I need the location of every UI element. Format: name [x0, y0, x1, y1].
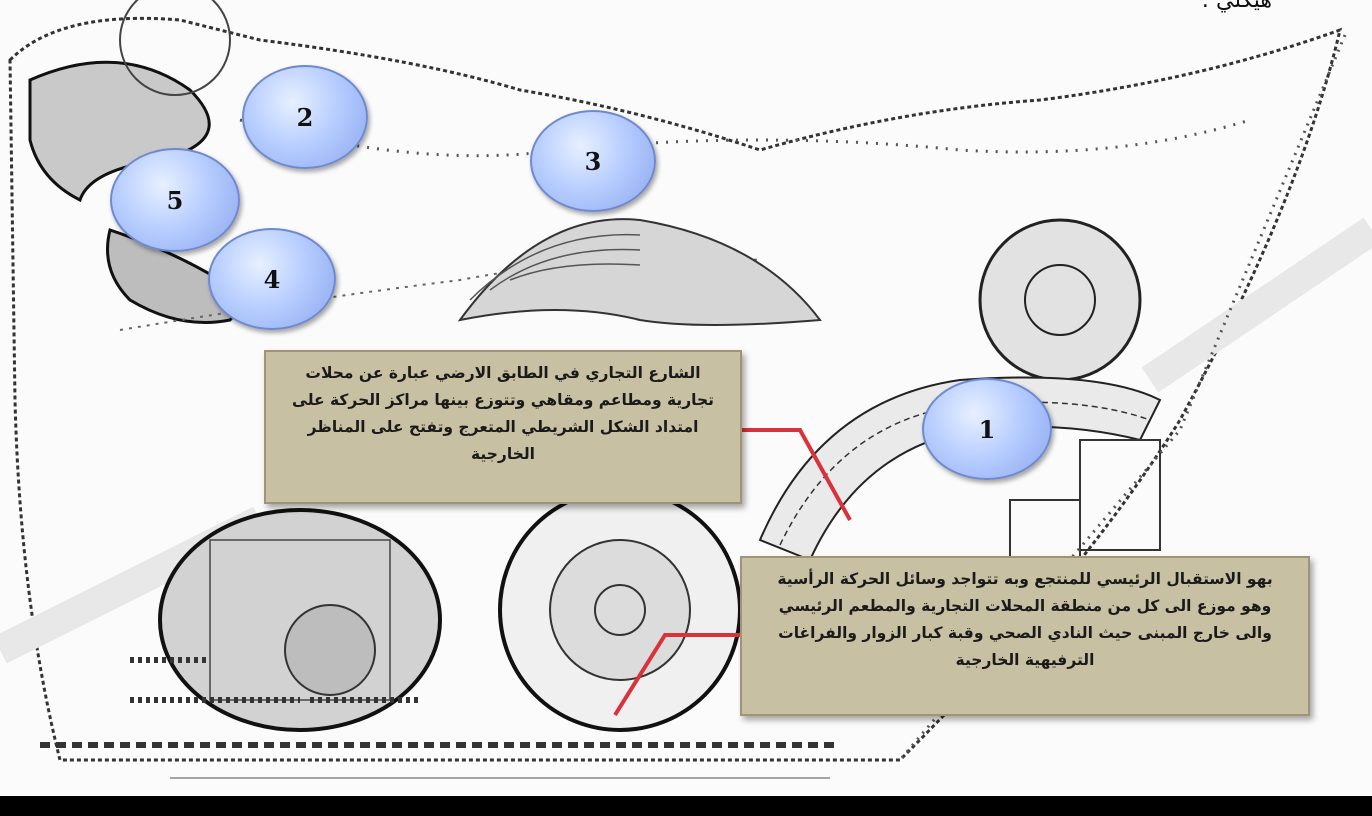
reception-dome-core	[594, 584, 646, 636]
marker-5: 5	[110, 148, 240, 252]
marker-number: 5	[166, 185, 184, 215]
building-block	[1079, 439, 1161, 551]
callout-commercial-street: الشارع التجاري في الطابق الارضي عبارة عن…	[264, 350, 742, 504]
marker-1: 1	[922, 378, 1052, 480]
marker-3: 3	[530, 110, 656, 212]
curved-strip	[758, 376, 1162, 562]
callout-main-reception: بهو الاستقبال الرئيسي للمنتجع وبه تتواجد…	[740, 556, 1310, 716]
amphitheatre	[457, 218, 822, 326]
plaza-circle	[119, 0, 231, 96]
round-building-core	[1024, 264, 1096, 336]
garden-pattern	[106, 228, 240, 324]
watermark-stroke	[1141, 217, 1372, 393]
site-boundary	[8, 16, 1343, 762]
building-block	[1009, 499, 1081, 561]
marker-4: 4	[208, 228, 336, 330]
marker-number: 1	[978, 414, 996, 444]
marker-number: 2	[296, 102, 314, 132]
marker-2: 2	[242, 65, 368, 169]
bottom-black-bar	[0, 796, 1372, 816]
marker-number: 3	[584, 146, 602, 176]
corner-caption: هيكلي :	[1201, 0, 1272, 13]
marker-number: 4	[263, 264, 281, 294]
parking-row	[130, 657, 420, 703]
round-building	[978, 218, 1142, 382]
oval-building-plaza	[284, 604, 376, 696]
reception-dome-inner	[549, 539, 691, 681]
leader-line-lower	[613, 633, 740, 717]
amphitheatre-rings	[469, 233, 641, 301]
garden-path	[239, 118, 1251, 158]
leader-line-upper	[742, 428, 852, 521]
